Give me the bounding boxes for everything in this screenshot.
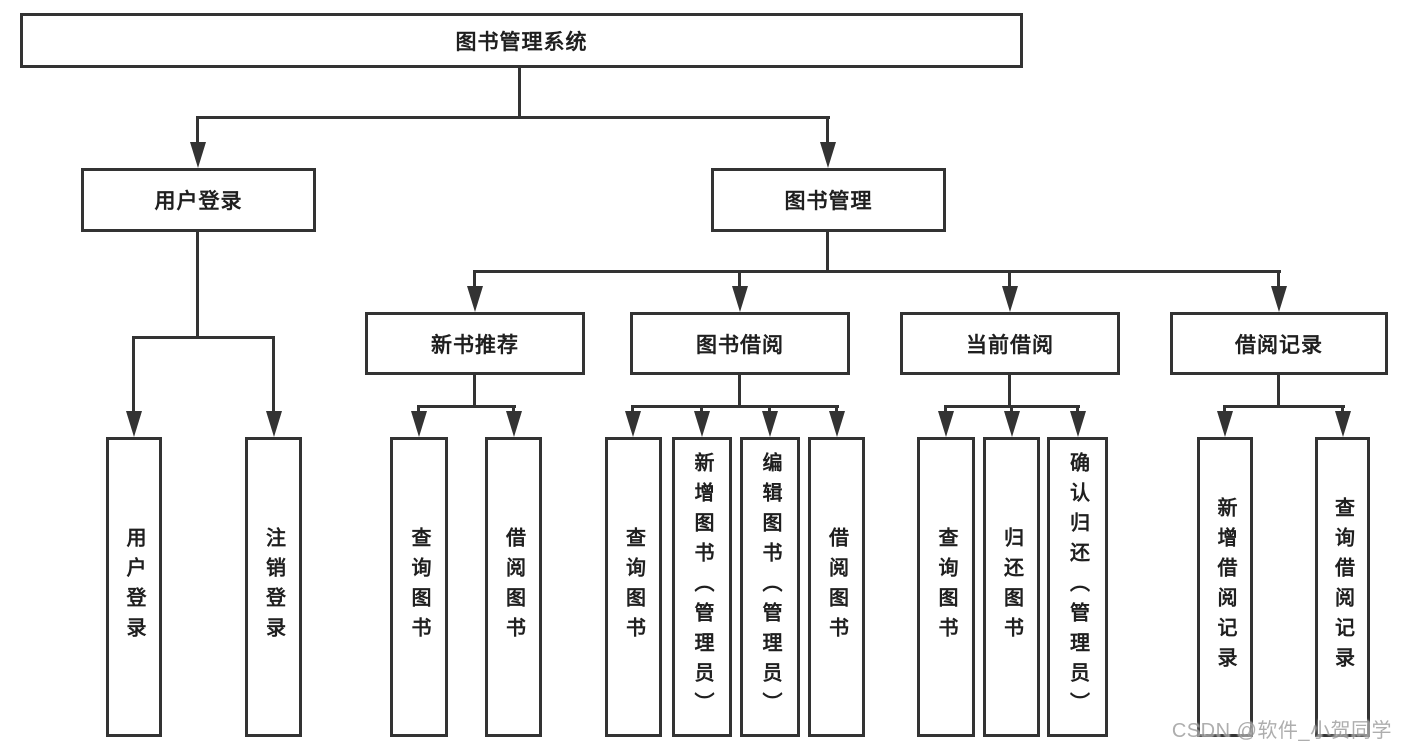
leaf-edit-books-admin: 编辑图书（管理员） <box>740 437 800 737</box>
arrow-down-icon <box>1271 286 1287 312</box>
arrow-down-icon <box>411 411 427 437</box>
connector-drop-book-mgmt <box>826 116 829 146</box>
node-label: 图书管理系统 <box>455 30 588 54</box>
leaf-label: 用户登录 <box>123 527 145 647</box>
node-book-management: 图书管理 <box>711 168 946 232</box>
leaf-label: 查询图书 <box>408 527 430 647</box>
connector-module-rail <box>1223 405 1345 408</box>
connector-module-rail <box>417 405 516 408</box>
arrow-down-icon <box>467 286 483 312</box>
leaf-label: 查询图书 <box>622 527 645 647</box>
arrow-down-icon <box>1217 411 1233 437</box>
connector-drop-module <box>1008 270 1011 292</box>
node-borrow-records: 借阅记录 <box>1170 312 1388 375</box>
leaf-query-borrow-record: 查询借阅记录 <box>1315 437 1370 737</box>
arrow-down-icon <box>1004 411 1020 437</box>
leaf-label: 借阅图书 <box>502 527 525 647</box>
node-library-management-system: 图书管理系统 <box>20 13 1023 68</box>
arrow-down-icon <box>506 411 522 437</box>
connector-drop-leaf <box>132 336 135 416</box>
leaf-borrow-books-borrow: 借阅图书 <box>808 437 865 737</box>
node-label: 用户登录 <box>154 190 243 213</box>
arrow-down-icon <box>625 411 641 437</box>
leaf-add-borrow-record: 新增借阅记录 <box>1197 437 1253 737</box>
node-user-login: 用户登录 <box>81 168 316 232</box>
node-book-borrow: 图书借阅 <box>630 312 850 375</box>
leaf-label: 编辑图书（管理员） <box>759 452 781 722</box>
connector-drop-module <box>1277 270 1280 292</box>
arrow-down-icon <box>732 286 748 312</box>
connector-module-rail <box>631 405 839 408</box>
leaf-borrow-books-newbook: 借阅图书 <box>485 437 542 737</box>
leaf-return-books: 归还图书 <box>983 437 1040 737</box>
connector-book-mgmt-rail <box>473 270 1281 273</box>
connector-root-rail <box>196 116 830 119</box>
leaf-query-books-borrow: 查询图书 <box>605 437 662 737</box>
leaf-user-login: 用户登录 <box>106 437 162 737</box>
connector-drop-leaf <box>272 336 275 416</box>
connector-root-stem <box>518 68 521 118</box>
node-label: 新书推荐 <box>431 333 519 357</box>
leaf-label: 归还图书 <box>1000 527 1023 647</box>
arrow-down-icon <box>1070 411 1086 437</box>
node-current-borrow: 当前借阅 <box>900 312 1120 375</box>
arrow-down-icon <box>694 411 710 437</box>
csdn-watermark: CSDN @软件_小贺同学 <box>1171 720 1392 742</box>
arrow-down-icon <box>829 411 845 437</box>
node-label: 当前借阅 <box>966 333 1054 357</box>
arrow-down-icon <box>190 142 206 168</box>
connector-module-stem <box>1008 375 1011 407</box>
connector-book-mgmt-stem <box>826 232 829 272</box>
leaf-logout: 注销登录 <box>245 437 302 737</box>
arrow-down-icon <box>820 142 836 168</box>
leaf-label: 查询图书 <box>935 527 957 647</box>
node-new-book-recommend: 新书推荐 <box>365 312 585 375</box>
leaf-label: 新增借阅记录 <box>1214 497 1236 677</box>
connector-user-login-rail <box>132 336 275 339</box>
arrow-down-icon <box>126 411 142 437</box>
node-label: 图书管理 <box>784 190 873 213</box>
node-label: 图书借阅 <box>696 333 784 357</box>
connector-drop-module <box>738 270 741 292</box>
node-label: 借阅记录 <box>1235 333 1323 357</box>
arrow-down-icon <box>266 411 282 437</box>
connector-module-stem <box>738 375 741 407</box>
leaf-label: 查询借阅记录 <box>1331 497 1354 677</box>
leaf-query-books-newbook: 查询图书 <box>390 437 448 737</box>
arrow-down-icon <box>1002 286 1018 312</box>
leaf-label: 新增图书（管理员） <box>691 452 713 722</box>
leaf-query-books-current: 查询图书 <box>917 437 975 737</box>
connector-module-stem <box>1277 375 1280 407</box>
leaf-add-books-admin: 新增图书（管理员） <box>672 437 732 737</box>
arrow-down-icon <box>1335 411 1351 437</box>
leaf-label: 注销登录 <box>262 527 285 647</box>
leaf-label: 借阅图书 <box>825 527 848 647</box>
connector-module-stem <box>473 375 476 407</box>
connector-user-login-stem <box>196 232 199 338</box>
leaf-label: 确认归还（管理员） <box>1066 452 1089 722</box>
arrow-down-icon <box>938 411 954 437</box>
leaf-confirm-return-admin: 确认归还（管理员） <box>1047 437 1108 737</box>
arrow-down-icon <box>762 411 778 437</box>
connector-drop-user-login <box>196 116 199 146</box>
connector-drop-module <box>473 270 476 292</box>
